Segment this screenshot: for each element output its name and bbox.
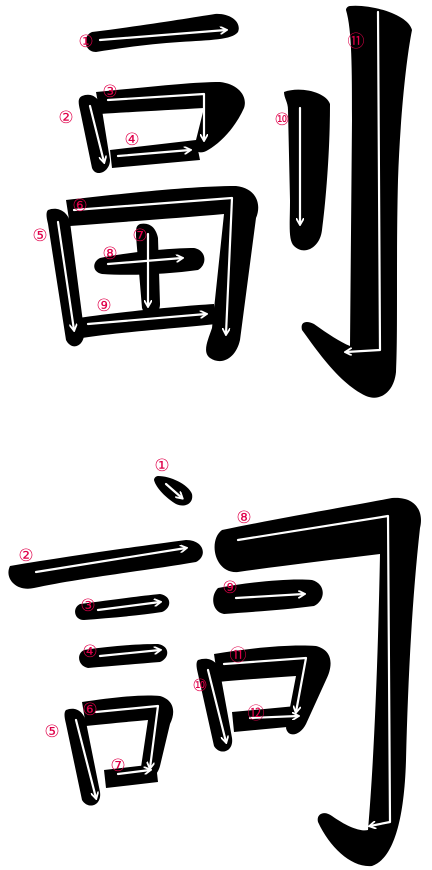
- character-fuku: [46, 5, 412, 398]
- shi-stroke-label-12: ⑫: [248, 704, 265, 724]
- shi-stroke-label-3: ③: [80, 596, 95, 616]
- shi-stroke-label-8: ⑧: [236, 508, 251, 528]
- fuku-stroke-label-6: ⑥: [72, 196, 87, 216]
- fuku-stroke-label-9: ⑨: [96, 296, 111, 316]
- character-shi: [8, 476, 421, 867]
- shi-stroke-12: [232, 706, 298, 732]
- fuku-stroke-10: [284, 89, 330, 251]
- shi-stroke-8: [214, 497, 421, 867]
- fuku-stroke-labels: ① ② ③ ④ ⑤ ⑥ ⑦⑧ ⑨ ⑩ ⑪: [32, 32, 364, 316]
- shi-stroke-label-6: ⑥: [82, 700, 97, 720]
- fuku-stroke-label-4: ④: [124, 130, 139, 150]
- shi-stroke-2: [8, 540, 203, 589]
- shi-stroke-label-11: ⑪: [230, 646, 247, 666]
- fuku-stroke-6: [66, 186, 259, 362]
- fuku-stroke-11: [301, 5, 412, 398]
- shi-stroke-label-4: ④: [82, 642, 97, 662]
- fuku-stroke-3: [96, 82, 245, 153]
- shi-stroke-label-5: ⑤: [44, 722, 59, 742]
- fuku-stroke-label-11: ⑪: [348, 32, 365, 52]
- shi-stroke-labels: ① ② ③ ④ ⑤ ⑥ ⑦ ⑧ ⑨ ⑩ ⑪ ⑫: [18, 456, 264, 776]
- shi-stroke-label-7: ⑦: [110, 756, 125, 776]
- fuku-stroke-label-3: ③: [102, 82, 117, 102]
- fuku-stroke-label-7: ⑦: [132, 226, 147, 246]
- fuku-stroke-label-1: ①: [78, 32, 93, 52]
- shi-stroke-label-10: ⑩: [192, 676, 207, 696]
- fuku-stroke-label-2: ②: [58, 108, 73, 128]
- shi-stroke-4: [79, 644, 168, 668]
- shi-stroke-label-1: ①: [154, 456, 169, 476]
- shi-stroke-label-2: ②: [18, 546, 33, 566]
- fuku-stroke-1: [85, 13, 239, 52]
- shi-stroke-11: [214, 645, 331, 735]
- fuku-stroke-9: [78, 304, 216, 338]
- shi-stroke-label-9: ⑨: [222, 578, 237, 598]
- fuku-stroke-label-5: ⑤: [32, 226, 47, 246]
- fuku-stroke-label-8: ⑧: [102, 244, 117, 264]
- fuku-stroke-label-10: ⑩: [274, 110, 289, 130]
